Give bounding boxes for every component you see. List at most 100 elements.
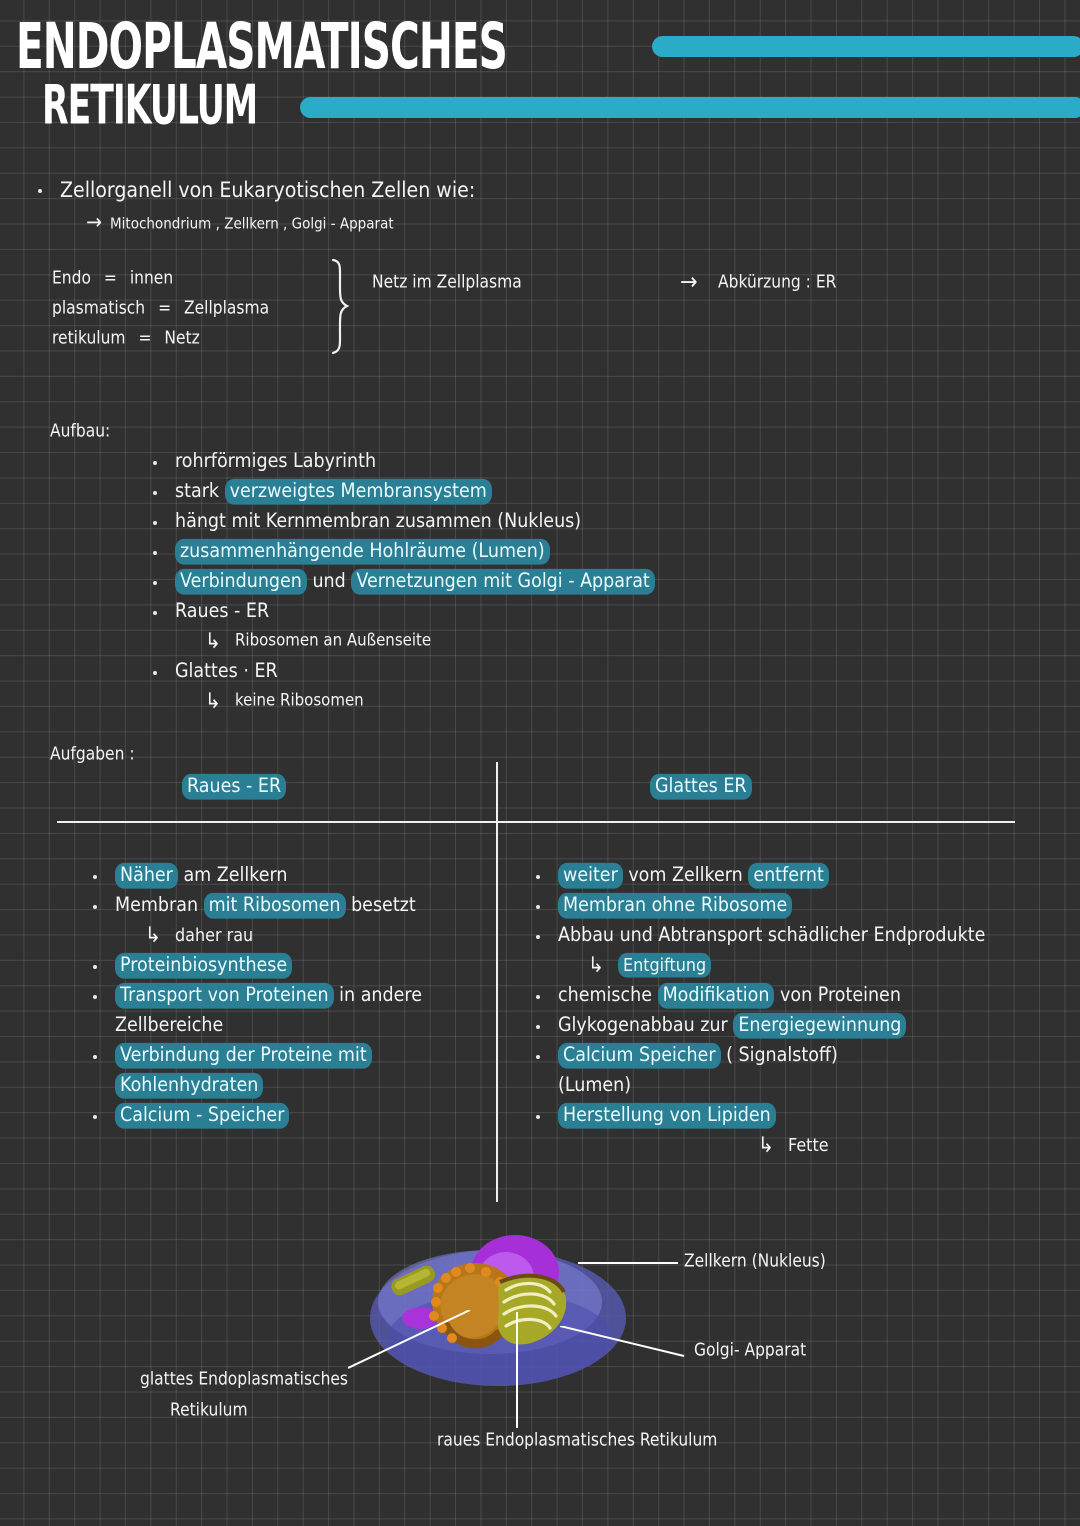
highlighted-text: zusammenhängende Hohlräume (Lumen) — [175, 538, 550, 565]
list-item: Zellbereiche — [115, 1014, 223, 1036]
list-bullet-dot — [153, 551, 157, 555]
list-bullet-dot — [536, 1025, 540, 1029]
intro-sub-text: Mitochondrium , Zellkern , Golgi - Appar… — [110, 215, 394, 233]
aufgaben-column-divider — [496, 762, 498, 1202]
list-bullet-dot — [153, 461, 157, 465]
list-item: Membran mit Ribosomen besetzt — [115, 892, 416, 919]
leader-line-golgi — [560, 1326, 685, 1357]
label-golgi: Golgi- Apparat — [694, 1340, 807, 1361]
list-item: Fette — [788, 1134, 829, 1155]
plain-text: besetzt — [345, 894, 416, 917]
definition-equals: = — [103, 268, 117, 289]
highlighted-text: Calcium Speicher — [558, 1042, 721, 1069]
definition-term-0: Endo = innen — [52, 268, 173, 288]
definition-term-label: plasmatisch — [52, 298, 146, 319]
plain-text: Raues - ER — [175, 600, 270, 623]
list-item: Abbau und Abtransport schädlicher Endpro… — [558, 924, 985, 946]
sub-arrow-icon: ↳ — [588, 953, 604, 978]
list-bullet-dot — [153, 491, 157, 495]
list-bullet-dot — [536, 875, 540, 879]
plain-text: Glykogenabbau zur — [558, 1014, 734, 1037]
highlighted-text: Energiegewinnung — [733, 1012, 907, 1039]
list-bullet-dot — [93, 965, 97, 969]
highlighted-text: Proteinbiosynthese — [115, 952, 293, 979]
highlighted-text: verzweigtes Membransystem — [224, 478, 492, 505]
definition-meaning: Netz — [164, 328, 200, 349]
list-item: Transport von Proteinen in andere — [115, 982, 422, 1009]
highlighted-text: entfernt — [748, 862, 829, 889]
list-item: Ribosomen an Außenseite — [235, 630, 431, 650]
list-item: (Lumen) — [558, 1074, 631, 1096]
aufgaben-left-header-label: Raues - ER — [182, 773, 287, 800]
abbreviation-arrow: → — [680, 268, 698, 295]
list-item: Membran ohne Ribosome — [558, 892, 793, 919]
highlighted-text: Entgiftung — [618, 952, 712, 978]
title-accent-bar-bottom — [300, 97, 1080, 118]
label-nucleus: Zellkern (Nukleus) — [684, 1251, 826, 1272]
definition-equals: = — [158, 298, 172, 319]
sub-arrow-icon: ↳ — [758, 1133, 774, 1158]
definition-meaning: innen — [129, 268, 174, 289]
list-bullet-dot — [93, 1115, 97, 1119]
highlighted-text: Kohlenhydraten — [115, 1072, 264, 1099]
plain-text: keine Ribosomen — [235, 690, 364, 711]
plain-text: Glattes · ER — [175, 660, 278, 683]
list-bullet-dot — [536, 1055, 540, 1059]
intro-sub-arrow: → — [86, 210, 102, 235]
highlighted-text: Calcium - Speicher — [115, 1102, 290, 1129]
aufgaben-right-header-label: Glattes ER — [650, 773, 752, 800]
list-item: Näher am Zellkern — [115, 862, 288, 889]
definition-term-label: retikulum — [52, 328, 126, 349]
highlighted-text: Membran ohne Ribosome — [558, 892, 793, 919]
list-bullet-dot — [536, 935, 540, 939]
list-item: rohrförmiges Labyrinth — [175, 450, 376, 472]
highlighted-text: Näher — [115, 862, 178, 889]
label-smooth-er-line2: Retikulum — [170, 1400, 248, 1421]
aufgaben-heading: Aufgaben : — [50, 744, 135, 765]
plain-text: vom Zellkern — [622, 864, 749, 887]
leader-line-rough-er — [516, 1312, 518, 1428]
highlighted-text: Vernetzungen mit Golgi - Apparat — [351, 568, 655, 595]
golgi-apparatus-shape — [497, 1273, 567, 1345]
list-item: Proteinbiosynthese — [115, 952, 293, 979]
list-bullet-dot — [153, 611, 157, 615]
mitochondrion-shape — [391, 1265, 436, 1296]
definition-brace-result: Netz im Zellplasma — [372, 272, 522, 293]
list-item: stark verzweigtes Membransystem — [175, 478, 492, 505]
page-title-line-2: RETIKULUM — [42, 75, 258, 138]
definition-term-label: Endo — [52, 268, 91, 289]
aufgaben-left-header: Raues - ER — [182, 773, 287, 800]
list-item: keine Ribosomen — [235, 690, 364, 710]
list-item: weiter vom Zellkern entfernt — [558, 862, 829, 889]
highlighted-text: Transport von Proteinen — [115, 982, 334, 1009]
aufgaben-right-header: Glattes ER — [650, 773, 752, 800]
plain-text: in andere — [333, 984, 422, 1007]
list-bullet-dot — [93, 995, 97, 999]
label-smooth-er-line1: glattes Endoplasmatisches — [140, 1369, 349, 1390]
aufbau-heading: Aufbau: — [50, 421, 111, 442]
plain-text: stark — [175, 480, 225, 503]
plain-text: Fette — [788, 1134, 829, 1156]
title-accent-bar-top — [652, 36, 1080, 57]
intro-bullet-text: Zellorganell von Eukaryotischen Zellen w… — [60, 178, 476, 203]
definition-term-2: retikulum = Netz — [52, 328, 200, 348]
list-item: chemische Modifikation von Proteinen — [558, 982, 901, 1009]
highlighted-text: Herstellung von Lipiden — [558, 1102, 776, 1129]
highlighted-text: weiter — [558, 862, 623, 889]
definition-meaning: Zellplasma — [184, 298, 270, 319]
list-item: Raues - ER — [175, 600, 269, 622]
list-item: hängt mit Kernmembran zusammen (Nukleus) — [175, 510, 581, 532]
list-bullet-dot — [153, 581, 157, 585]
list-bullet-dot — [153, 521, 157, 525]
abbreviation-text: Abkürzung : ER — [718, 272, 837, 293]
list-bullet-dot — [536, 1115, 540, 1119]
label-rough-er: raues Endoplasmatisches Retikulum — [437, 1430, 718, 1451]
plain-text: ( Signalstoff) — [720, 1044, 838, 1067]
plain-text: Membran — [115, 894, 204, 917]
list-item: Kohlenhydraten — [115, 1072, 264, 1099]
list-bullet-dot — [93, 1055, 97, 1059]
definition-equals: = — [138, 328, 152, 349]
list-bullet-dot — [536, 995, 540, 999]
intro-bullet-dot — [38, 189, 42, 193]
